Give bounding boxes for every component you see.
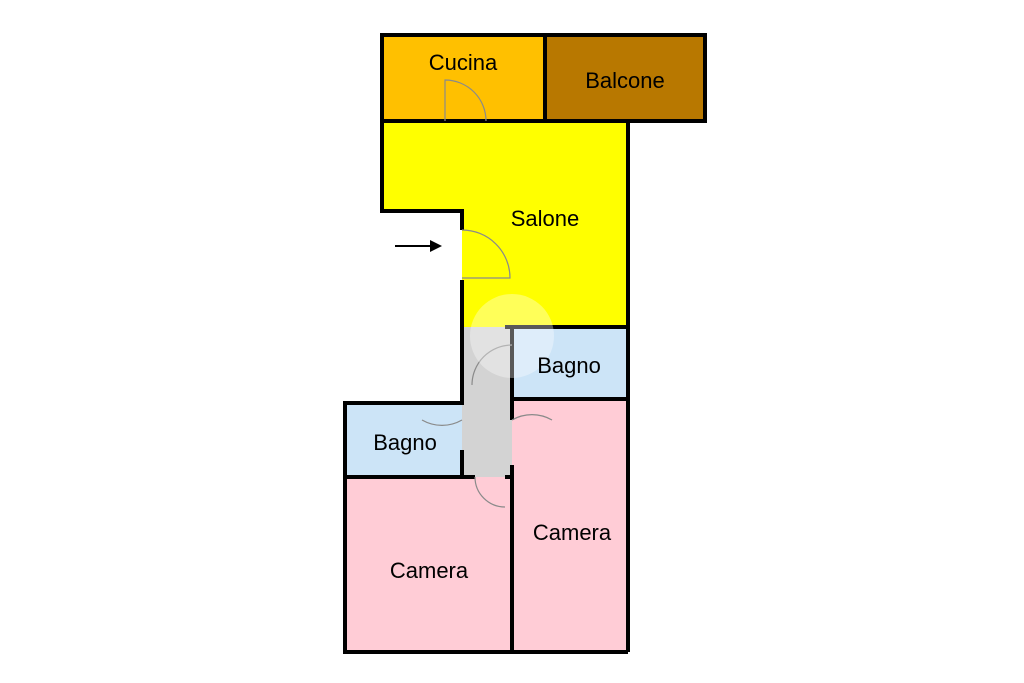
label-camera-right: Camera <box>533 520 612 545</box>
room-camera-right <box>512 399 628 652</box>
room-bagno-left <box>345 403 462 477</box>
room-balcone <box>546 35 705 121</box>
room-cucina <box>382 35 544 121</box>
arrow-right-icon <box>395 240 442 252</box>
door-bagno-left <box>421 419 463 426</box>
door-cucina <box>444 79 487 122</box>
label-salone: Salone <box>511 206 580 231</box>
watermark-circle <box>470 294 554 378</box>
label-bagno-left: Bagno <box>373 430 437 455</box>
room-bagno-top <box>512 327 628 399</box>
doors <box>421 79 553 508</box>
label-bagno-top: Bagno <box>537 353 601 378</box>
label-balcone: Balcone <box>585 68 665 93</box>
room-corridoio <box>462 327 512 477</box>
walls <box>343 33 707 654</box>
room-salone <box>382 121 628 327</box>
door-ingresso <box>461 229 511 279</box>
door-camera-left <box>474 476 506 508</box>
label-camera-left: Camera <box>390 558 469 583</box>
room-camera-left <box>345 477 512 652</box>
door-bagno-top <box>471 344 513 386</box>
door-camera-right <box>511 414 553 421</box>
label-cucina: Cucina <box>429 50 498 75</box>
